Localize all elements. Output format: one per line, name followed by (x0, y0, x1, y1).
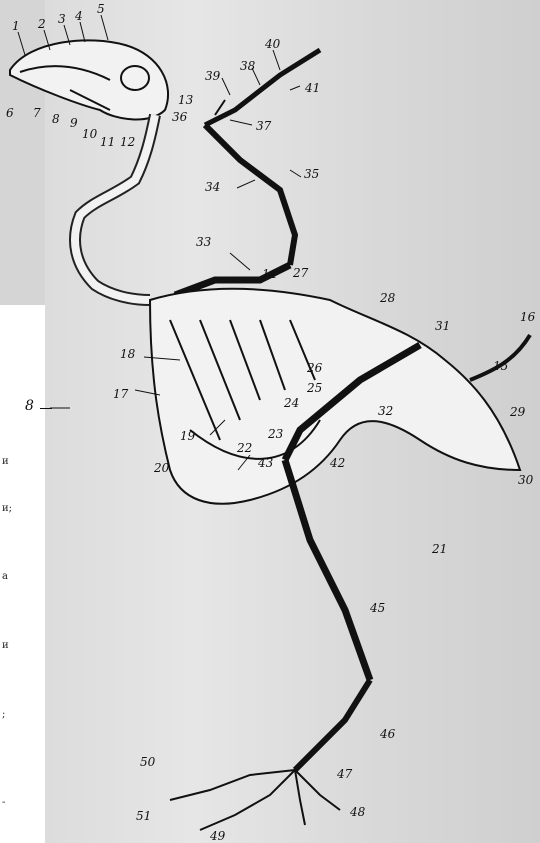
callout-37: 37 (256, 119, 272, 133)
callout-51: 51 (136, 809, 151, 823)
callout-47: 47 (336, 767, 353, 781)
callout-23: 23 (267, 427, 284, 441)
callout-10: 10 (82, 127, 98, 141)
callout-43: 43 (257, 456, 274, 470)
margin-mark-3: а (2, 571, 8, 582)
callout-18: 18 (120, 347, 136, 361)
margin-mark-4: и (2, 640, 9, 651)
callout-15: 15 (493, 359, 508, 373)
callout-27: 27 (292, 266, 309, 280)
callout-34: 34 (205, 180, 220, 194)
callout-49: 49 (209, 829, 226, 843)
callout-40: 40 (264, 37, 281, 51)
callout-9: 9 (70, 116, 78, 130)
callout-19: 19 (180, 429, 196, 443)
callout-17: 17 (113, 387, 129, 401)
callout-3: 3 (58, 12, 66, 26)
margin-mark-1: и (2, 456, 9, 467)
margin-mark-2: и; (2, 503, 12, 514)
callout-30: 30 (518, 473, 534, 487)
figure-marker: 8 (25, 398, 34, 414)
callout-1: 1 (12, 19, 20, 33)
margin-mark-5: ; (2, 709, 5, 720)
callout-6: 6 (6, 106, 14, 120)
callout-45: 45 (369, 601, 385, 615)
callout-24: 24 (283, 396, 299, 410)
callout-50: 50 (140, 755, 156, 769)
callout-13: 13 (178, 93, 194, 107)
callout-32: 32 (378, 404, 393, 418)
callout-4: 4 (74, 9, 83, 23)
callout-26: 26 (306, 361, 323, 375)
callout-42: 42 (329, 456, 345, 470)
callout-11: 11 (100, 135, 115, 149)
torso (150, 289, 520, 504)
callout-14: 14 (262, 267, 277, 281)
callout-12: 12 (120, 135, 135, 149)
callout-29: 29 (509, 405, 526, 419)
callout-41: 41 (304, 81, 320, 95)
tail (470, 335, 530, 380)
callout-46: 46 (379, 727, 396, 741)
callout-22: 22 (236, 441, 252, 455)
callout-20: 20 (153, 461, 170, 475)
callout-48: 48 (349, 805, 366, 819)
callout-31: 31 (435, 319, 450, 333)
callout-16: 16 (520, 310, 536, 324)
callout-28: 28 (379, 291, 396, 305)
callout-38: 38 (240, 59, 256, 73)
callout-7: 7 (33, 106, 41, 120)
callout-39: 39 (205, 69, 221, 83)
figure-marker-line (40, 408, 52, 409)
callout-25: 25 (306, 381, 322, 395)
callout-33: 33 (196, 235, 212, 249)
margin-mark-6: - (2, 797, 5, 808)
callout-21: 21 (431, 542, 447, 556)
callout-5: 5 (97, 2, 105, 16)
callout-2: 2 (37, 17, 46, 31)
callout-8: 8 (52, 112, 60, 126)
callout-36: 36 (172, 110, 188, 124)
callout-35: 35 (304, 167, 319, 181)
